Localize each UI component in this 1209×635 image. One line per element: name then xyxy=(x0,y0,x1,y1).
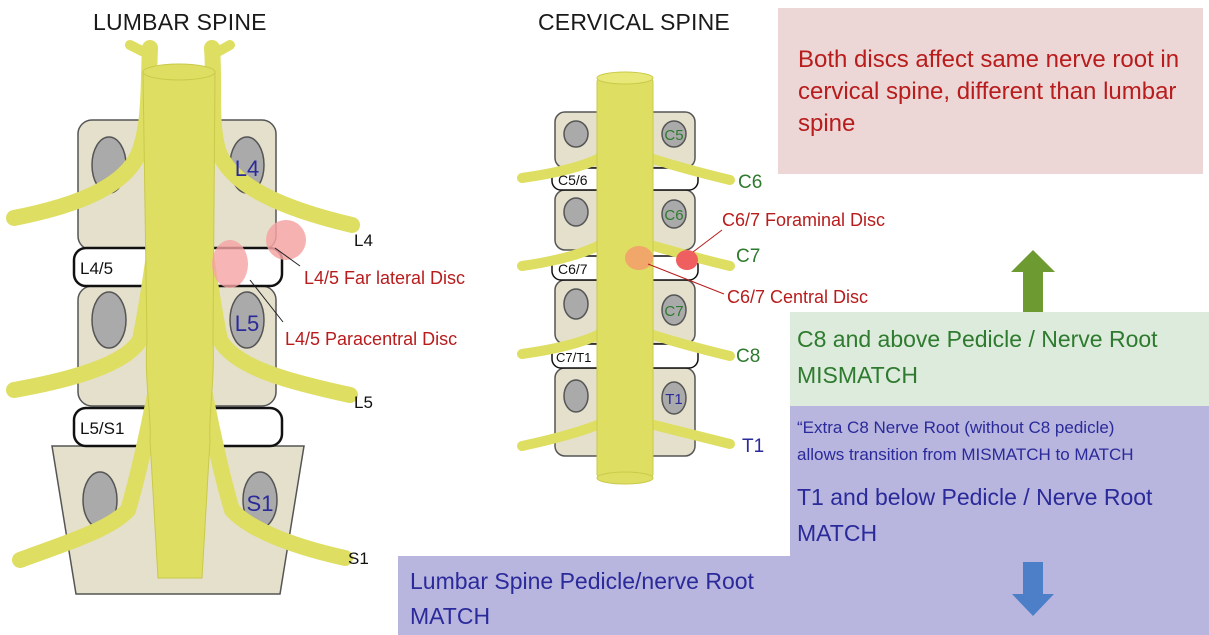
pedicle-left-t1 xyxy=(563,379,589,413)
pedicle-right-c7 xyxy=(661,294,687,326)
arrow-down-icon xyxy=(1012,562,1054,616)
lumbar-paracentral-disc xyxy=(212,240,248,288)
arrow-up-icon xyxy=(1011,250,1055,312)
label-vert-c7: C7 xyxy=(664,303,683,320)
pedicle-left-c7 xyxy=(563,288,589,320)
label-disc-l5s1: L5/S1 xyxy=(80,419,124,438)
label-root-s1: S1 xyxy=(348,549,369,568)
foraminal-leader xyxy=(692,229,723,253)
label-paracentral-disc: L4/5 Paracentral Disc xyxy=(285,329,457,349)
cervical-central-disc xyxy=(625,246,653,270)
extra-c8-line1: “Extra C8 Nerve Root (without C8 pedicle… xyxy=(797,418,1115,437)
label-disc-c67: C6/7 xyxy=(558,261,588,277)
pedicle-left-l5 xyxy=(91,291,127,349)
cervical-foraminal-disc xyxy=(676,250,698,270)
paracentral-leader xyxy=(249,279,284,323)
lumbar-match-line2: MATCH xyxy=(410,603,491,629)
mismatch-box xyxy=(790,312,1209,406)
label-foraminal-disc: C6/7 Foraminal Disc xyxy=(722,210,885,230)
label-root-t1: T1 xyxy=(742,436,764,457)
label-disc-l45: L4/5 xyxy=(80,259,113,278)
label-root-c7: C7 xyxy=(736,246,760,267)
label-root-c6: C6 xyxy=(738,172,762,193)
top-note-box xyxy=(778,8,1203,174)
label-central-disc: C6/7 Central Disc xyxy=(727,287,868,307)
label-vert-c6: C6 xyxy=(664,207,683,224)
far-lateral-leader xyxy=(274,247,301,267)
label-far-lateral-disc: L4/5 Far lateral Disc xyxy=(304,268,465,288)
lumbar-far-lateral-disc xyxy=(266,220,306,260)
pedicle-right-c5 xyxy=(661,120,687,148)
mismatch-line2: MISMATCH xyxy=(797,362,918,388)
lumbar-match-box xyxy=(398,556,1209,635)
lumbar-match-line1: Lumbar Spine Pedicle/nerve Root xyxy=(410,568,754,594)
extra-c8-line2: allows transition from MISMATCH to MATCH xyxy=(797,445,1134,464)
label-vert-s1: S1 xyxy=(247,491,274,516)
label-root-c8: C8 xyxy=(736,346,760,367)
label-root-l4: L4 xyxy=(354,231,373,250)
pedicle-left-c6 xyxy=(563,197,589,227)
label-root-l5: L5 xyxy=(354,393,373,412)
match-line1: T1 and below Pedicle / Nerve Root xyxy=(797,484,1153,510)
label-disc-c56: C5/6 xyxy=(558,172,588,188)
label-vert-c5: C5 xyxy=(664,127,683,144)
label-vert-l5: L5 xyxy=(235,311,259,336)
lumbar-thecal-sac xyxy=(142,71,216,579)
pedicle-left-c5 xyxy=(563,120,589,148)
pedicle-right-l5 xyxy=(229,291,265,349)
cervical-spinal-cord xyxy=(596,77,654,479)
match-line2: MATCH xyxy=(797,520,878,546)
label-disc-c7t1: C7/T1 xyxy=(556,350,591,365)
pedicle-right-t1 xyxy=(661,381,687,415)
label-vert-l4: L4 xyxy=(235,156,259,181)
mismatch-line1: C8 and above Pedicle / Nerve Root xyxy=(797,326,1158,352)
cervical-title: CERVICAL SPINE xyxy=(538,9,730,35)
label-vert-t1: T1 xyxy=(665,391,683,408)
lumbar-title: LUMBAR SPINE xyxy=(93,9,267,35)
central-leader xyxy=(647,263,725,295)
match-box xyxy=(790,406,1209,556)
pedicle-right-c6 xyxy=(661,199,687,229)
top-note-text: Both discs affect same nerve root in cer… xyxy=(798,46,1180,137)
